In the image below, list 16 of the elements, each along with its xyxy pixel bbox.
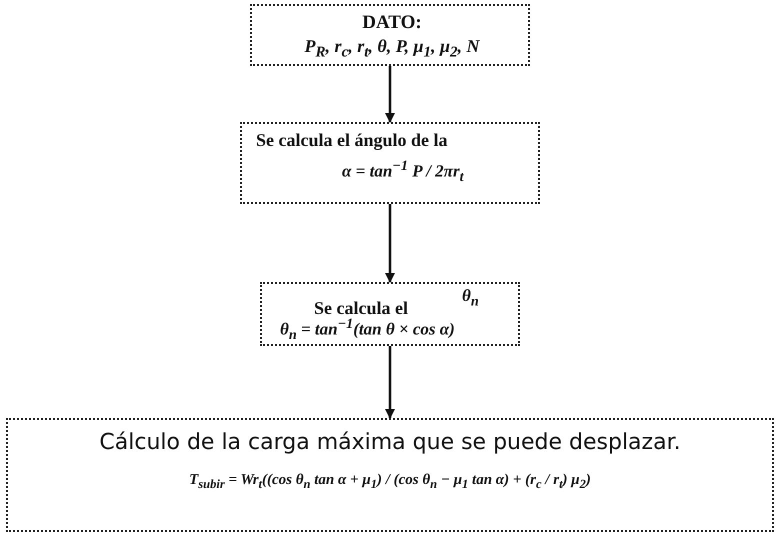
step-text: Cálculo de la carga máxima que se puede desplazar. — [98, 430, 682, 455]
step-text: DATO: — [361, 12, 423, 34]
step-text: Se calcula el — [314, 298, 408, 318]
process-box — [240, 122, 540, 204]
formula-text: P$_{R}$, r$_{c}$, r$_{t}$, θ, P, μ$_{1}$, μ$_{2}$, N — [304, 36, 481, 62]
step-text: Se calcula el ángulo de la — [256, 130, 448, 151]
process-box — [250, 4, 530, 66]
arrow — [385, 346, 395, 419]
formula-text: α = tan$^{−1}$ P / 2πr$_{t}$ — [342, 158, 464, 186]
arrow — [385, 66, 395, 123]
process-box — [6, 418, 774, 532]
formula-text: θ$_{n}$ = tan$^{−1}$(tan θ × cos α) — [280, 316, 455, 344]
arrow — [385, 204, 395, 283]
process-box — [260, 282, 520, 346]
formula-text: T$_{subir}$ = Wr$_{t}$((cos θ$_{n}$ tan α + μ$_{1}$) / (cos θ$_{n}$ − μ$_{1}$ tan α) + (r$_{c}$ / r$_{t}$) μ$_{2}$) — [188, 472, 592, 492]
formula-text: θ$_{n}$ — [462, 286, 479, 310]
